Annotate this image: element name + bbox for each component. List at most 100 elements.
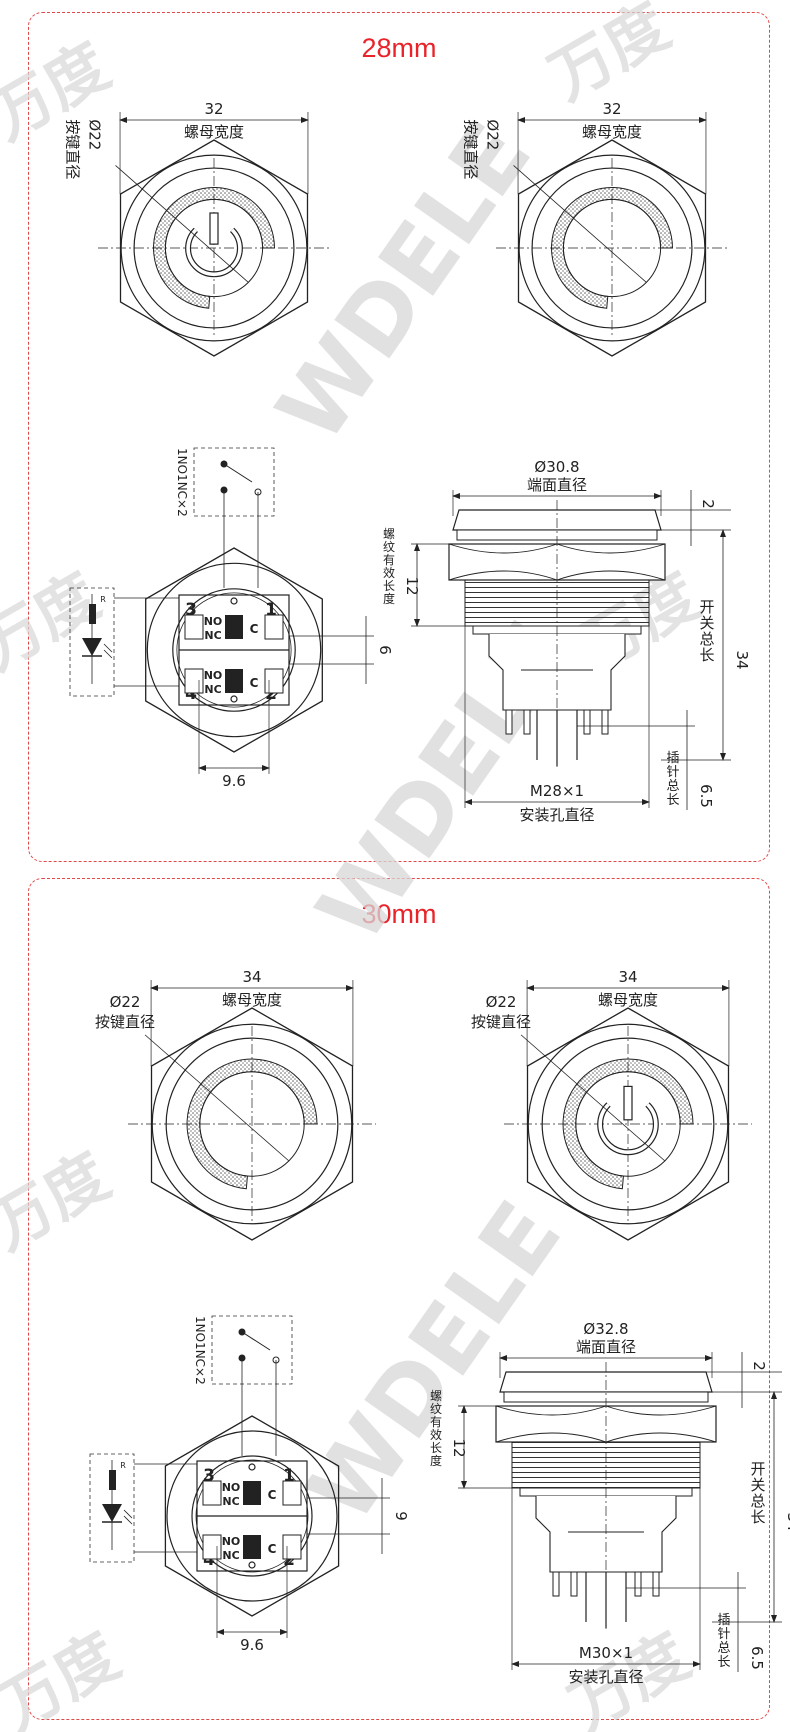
terminal-pin-profile [634,1571,642,1597]
terminal-pin [202,1534,222,1560]
nut-inner-circle [146,562,322,738]
power-symbol-icon [623,1085,633,1121]
pin-length-value: 6.5 [697,784,715,808]
power-symbol-icon [186,228,242,277]
terminal-number: 2 [265,684,277,704]
watermark-cn: 万度 [0,1619,131,1732]
terminal-pin [264,614,284,640]
terminal-pin [264,668,284,694]
pin-length-label: 插针总长 [717,1613,730,1670]
button-diameter-label: 按键直径 [95,1013,155,1031]
terminal-pin-profile [652,1571,660,1597]
terminal-pin [184,614,204,640]
housing-circle [191,1455,313,1577]
terminal-pitch-value: 9.6 [240,1636,264,1654]
section-30mm: 30mm [28,878,770,1720]
thread-length-label: 螺纹有效长度 [430,1389,442,1468]
watermark-cn: 万度 [0,1139,121,1264]
terminal-pin [202,1480,222,1506]
hex-nut-outline [145,547,323,753]
contact-c-label: C [250,622,259,636]
nut-width-value: 34 [242,968,261,986]
terminal-pin [282,1534,302,1560]
terminal-pin [243,1535,261,1559]
button-diameter-label: 按键直径 [64,119,82,179]
nut-width-label: 螺母宽度 [184,123,244,141]
leader-line [115,165,249,283]
hex-nut-outline [517,139,707,357]
mount-hole-value: M28×1 [530,782,584,800]
face-diameter-value: Ø32.8 [583,1320,628,1338]
resistor-icon [89,604,96,624]
mount-hole-value: M30×1 [579,1644,633,1662]
contact-no-label: NO [222,1481,241,1494]
total-length-label: 开关总长 [750,1460,765,1526]
side-view-profile: Ø32.8端面直径212螺纹有效长度34开关总长6.5插针总长M30×1安装孔直… [430,1320,790,1686]
leader-line [520,1034,666,1162]
face-thickness-value: 2 [750,1361,768,1371]
button-diameter-value: Ø22 [110,993,141,1011]
housing-circle [172,588,296,712]
total-length-value: 34 [784,1512,790,1531]
led-terminal-dot [230,695,238,703]
button-diameter-value: Ø22 [86,119,104,150]
nut-inner-circle [166,1430,338,1602]
side-view-profile: Ø30.8端面直径212螺纹有效长度34开关总长6.5插针总长M28×1安装孔直… [383,458,751,824]
contact-no-label: NO [222,1535,241,1548]
hex-nut-outline [526,1007,730,1241]
contact-nc-label: NC [222,1495,239,1508]
housing-circle [176,592,292,708]
hex-nut-outline [150,1007,354,1241]
thread-length-label: 螺纹有效长度 [383,527,395,606]
face-diameter-label: 端面直径 [576,1338,636,1356]
nut-width-value: 34 [618,968,637,986]
face-diameter-label: 端面直径 [527,476,587,494]
terminal-pin-profile [570,1571,578,1597]
terminal-pin-profile [601,709,609,735]
contact-config-label: 1NO1NC×2 [193,1316,207,1385]
terminal-pin [282,1480,302,1506]
resistor-label: R [120,1461,126,1470]
power-symbol-icon [598,1103,658,1155]
terminal-number: 3 [203,1466,215,1486]
terminal-number: 3 [185,600,197,620]
nut-width-label: 螺母宽度 [582,123,642,141]
hex-nut-outline [119,139,309,357]
leader-line [513,165,647,283]
contact-nc-label: NC [204,683,221,696]
led-light-arrow [103,649,113,659]
contact-nc-label: NC [204,629,221,642]
contact-no-label: NO [204,615,223,628]
nut-width-value: 32 [602,100,621,118]
contact-no-label: NO [204,669,223,682]
total-length-label: 开关总长 [699,598,714,664]
contact-config-label: 1NO1NC×2 [175,448,189,517]
contact-c-label: C [268,1542,277,1556]
hex-nut-outline [164,1415,340,1617]
button-diameter-value: Ø22 [486,993,517,1011]
mount-hole-label: 安装孔直径 [568,1668,643,1686]
terminal-pin [225,669,243,693]
terminal-gap-value: 6 [376,645,394,655]
leader-line [144,1034,290,1162]
terminal-number: 1 [283,1466,295,1486]
hex-nut-profile [495,1405,717,1443]
thread-length-value: 12 [450,1438,468,1457]
power-symbol-icon [209,212,219,245]
led-terminal-dot [248,1463,256,1471]
terminal-pin-profile [523,709,531,735]
terminal-pin [225,615,243,639]
terminal-pin-profile [505,709,513,735]
face-diameter-value: Ø30.8 [534,458,579,476]
led-schematic-box [69,587,115,697]
button-diameter-value: Ø22 [484,119,502,150]
button-diameter-label: 按键直径 [471,1013,531,1031]
contact-c-label: C [250,676,259,690]
